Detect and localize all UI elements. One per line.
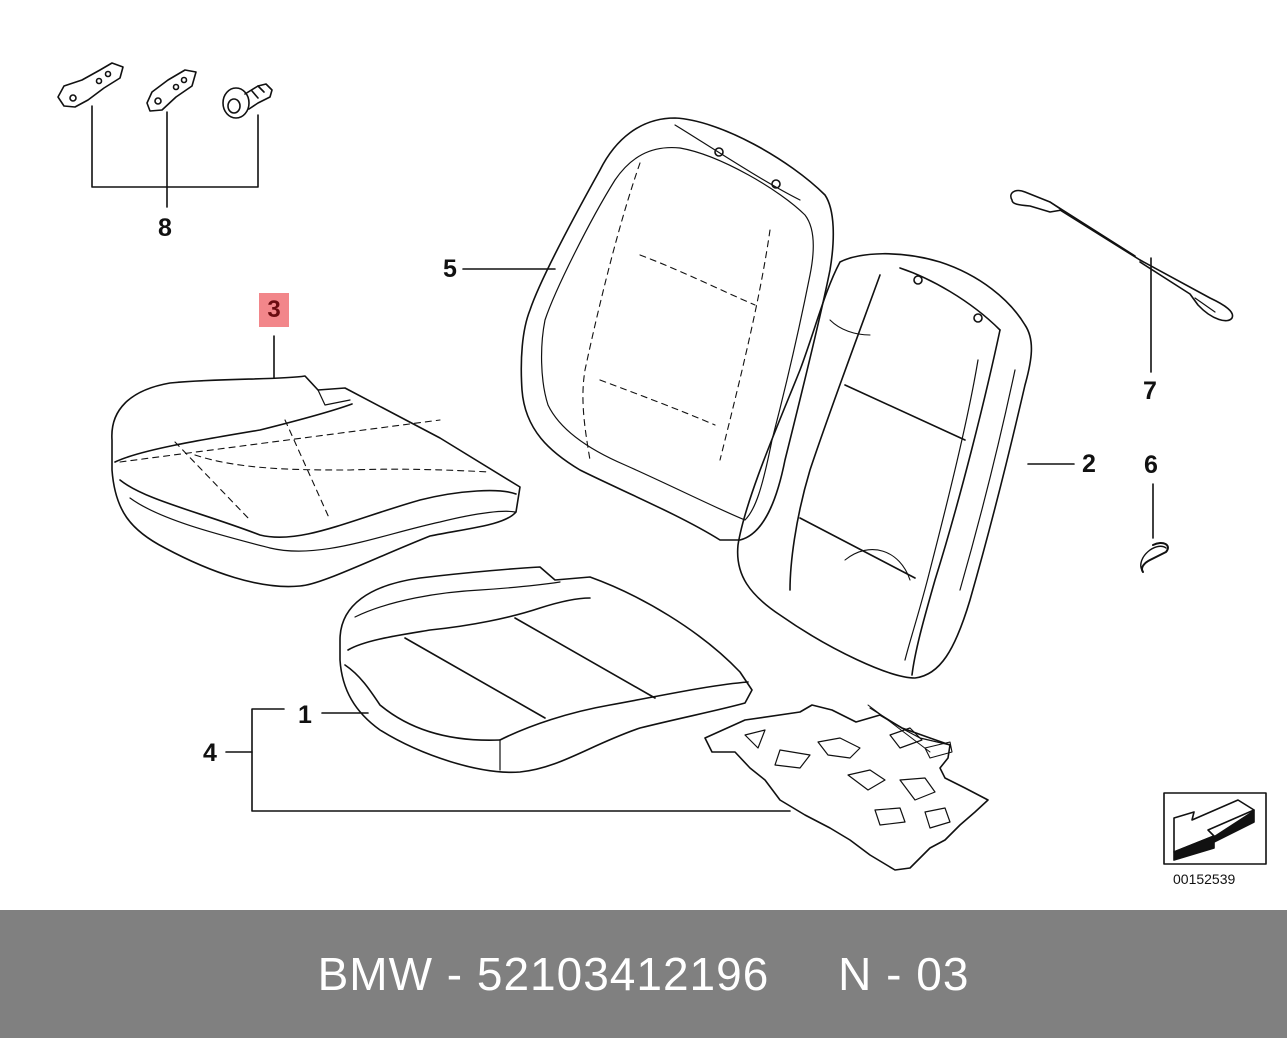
seat-cushion-cover xyxy=(111,375,521,588)
seat-mat xyxy=(704,704,989,871)
seat-cushion xyxy=(339,566,753,774)
leader-8 xyxy=(91,105,259,208)
direction-arrow-icon xyxy=(1163,792,1267,865)
leader-4 xyxy=(225,708,791,812)
bracket-part-b xyxy=(146,69,197,112)
callout-2: 2 xyxy=(1082,450,1096,478)
callout-6: 6 xyxy=(1144,451,1158,479)
clip-part xyxy=(1140,542,1169,573)
diagram-code: 00152539 xyxy=(1173,871,1236,887)
backrest-cover xyxy=(520,117,835,541)
diagram-drawing xyxy=(57,62,1267,871)
footer-part-number: BMW - 52103412196 N - 03 xyxy=(317,948,970,1000)
callout-3-highlighted: 3 xyxy=(259,293,289,327)
callout-7: 7 xyxy=(1143,377,1157,405)
callout-1: 1 xyxy=(298,701,312,729)
callout-8: 8 xyxy=(158,214,172,242)
callout-4: 4 xyxy=(203,739,217,767)
footer-bar: BMW - 52103412196 N - 03 xyxy=(0,910,1287,1038)
screw-part xyxy=(222,83,273,119)
bracket-part-a xyxy=(57,62,124,108)
backrest xyxy=(736,252,1033,679)
parts-diagram: 8 3 5 7 2 6 1 4 00152539 xyxy=(57,62,1267,887)
wire-rod-part xyxy=(1010,189,1234,322)
callout-5: 5 xyxy=(443,255,457,283)
